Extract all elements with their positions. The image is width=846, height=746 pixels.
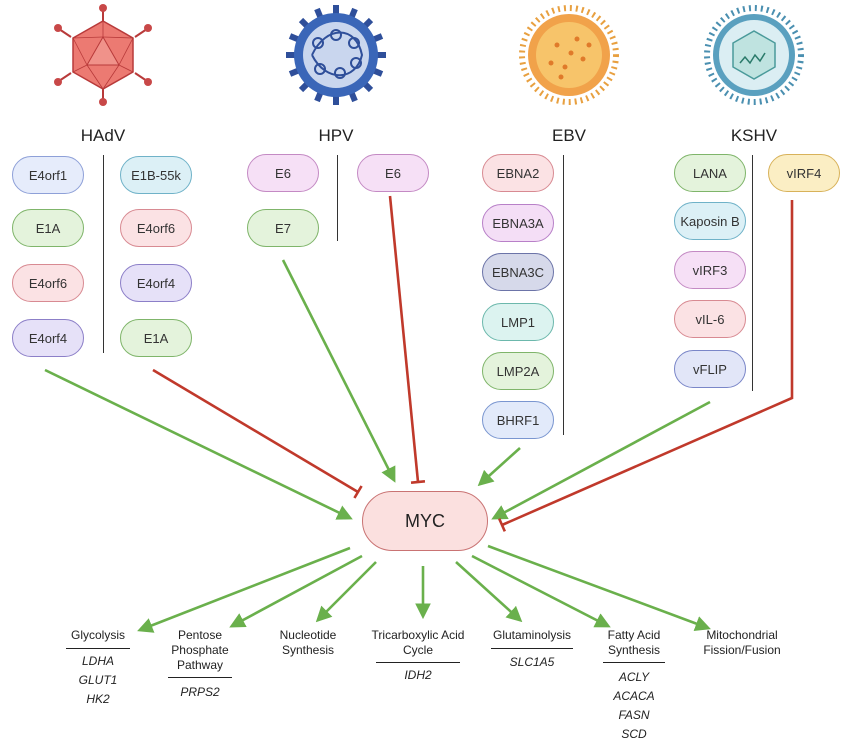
gene-scd: SCD — [621, 727, 647, 741]
protein-ebna3c: EBNA3C — [482, 253, 554, 291]
gene-slc1a5: SLC1A5 — [509, 655, 555, 669]
protein-lana: LANA — [674, 154, 746, 192]
protein-lmp2a: LMP2A — [482, 352, 554, 390]
nucleotide-arrow — [315, 561, 377, 623]
hpv-divider — [337, 155, 339, 241]
gene-prps2: PRPS2 — [180, 685, 220, 699]
herpesvirus-icon — [704, 5, 804, 105]
protein-ebna2: EBNA2 — [482, 154, 554, 192]
genes-fatty-acid: ACLY ACACA FASN SCD — [584, 668, 684, 744]
hadv-inhibition-arrow-bar — [353, 485, 363, 499]
hpv-inhibition-arrow — [388, 195, 420, 483]
virus-label-ebv: EBV — [551, 126, 587, 145]
protein-e1b-55k: E1B-55k — [120, 156, 192, 194]
kshv-activation-arrow — [491, 400, 711, 520]
hadv-activation-arrow — [44, 368, 353, 520]
gene-idh2: IDH2 — [404, 668, 432, 682]
genes-pentose: PRPS2 — [150, 683, 250, 702]
ebv-activation-arrow — [477, 447, 521, 487]
kshv-inhibition-arrow-bar — [498, 518, 506, 532]
protein-virf4: vIRF4 — [768, 154, 840, 192]
protein-e4orf4: E4orf4 — [12, 319, 84, 357]
virus-label-kshv: KSHV — [730, 126, 778, 145]
pathway-tca-cycle: Tricarboxylic Acid Cycle — [371, 628, 465, 657]
protein-e6-b: E6 — [357, 154, 429, 192]
glycolysis-arrow — [137, 546, 351, 633]
pathway-underline — [491, 648, 573, 650]
protein-e4orf6-b: E4orf6 — [120, 209, 192, 247]
gene-ldha: LDHA — [81, 654, 114, 668]
protein-e4orf6: E4orf6 — [12, 264, 84, 302]
hadv-inhibition-arrow — [152, 368, 359, 494]
kshv-inhibition-arrow — [501, 200, 794, 527]
virus-icons — [54, 4, 804, 106]
gene-acaca: ACACA — [613, 689, 655, 703]
myc-node: MYC — [362, 491, 488, 551]
glutaminolysis-arrow — [455, 561, 523, 623]
protein-e6: E6 — [247, 154, 319, 192]
pathway-glutaminolysis: Glutaminolysis — [492, 628, 572, 642]
pathway-underline — [603, 662, 665, 664]
protein-e4orf4-b: E4orf4 — [120, 264, 192, 302]
adenovirus-icon — [54, 4, 152, 106]
hadv-divider — [103, 155, 105, 353]
pathway-nucleotide-synthesis: Nucleotide Synthesis — [279, 628, 337, 657]
protein-vflip: vFLIP — [674, 350, 746, 388]
kshv-divider — [752, 155, 754, 391]
papillomavirus-icon — [286, 5, 386, 105]
protein-bhrf1: BHRF1 — [482, 401, 554, 439]
pathway-pentose-phosphate: Pentose Phosphate Pathway — [171, 628, 229, 672]
genes-glutaminolysis: SLC1A5 — [482, 653, 582, 672]
genes-tca: IDH2 — [368, 666, 468, 685]
pentose-arrow — [229, 554, 363, 628]
protein-kaposin-b: Kaposin B — [674, 202, 746, 240]
gene-acly: ACLY — [618, 670, 650, 684]
virus-label-hadv: HAdV — [80, 126, 126, 145]
protein-virf3: vIRF3 — [674, 251, 746, 289]
pathway-mitochondrial-fission-fusion: Mitochondrial Fission/Fusion — [703, 628, 781, 657]
protein-e1a-b: E1A — [120, 319, 192, 357]
pathway-glycolysis: Glycolysis — [70, 628, 125, 642]
hpv-activation-arrow — [281, 259, 396, 483]
fatty-acid-arrow — [471, 554, 611, 628]
hpv-inhibition-arrow-bar — [410, 480, 426, 484]
pathway-fatty-acid-synthesis: Fatty Acid Synthesis — [607, 628, 661, 657]
ebv-divider — [563, 155, 565, 435]
gene-hk2: HK2 — [86, 692, 110, 706]
protein-e1a: E1A — [12, 209, 84, 247]
pathway-underline — [168, 677, 232, 679]
gene-fasn: FASN — [618, 708, 650, 722]
protein-ebna3a: EBNA3A — [482, 204, 554, 242]
genes-glycolysis: LDHA GLUT1 HK2 — [48, 652, 148, 709]
virus-label-hpv: HPV — [318, 126, 354, 145]
gene-glut1: GLUT1 — [78, 673, 118, 687]
protein-e7: E7 — [247, 209, 319, 247]
protein-e4orf1: E4orf1 — [12, 156, 84, 194]
mitochondrial-arrow — [487, 544, 711, 631]
protein-lmp1: LMP1 — [482, 303, 554, 341]
pathway-underline — [376, 662, 460, 664]
protein-vil-6: vIL-6 — [674, 300, 746, 338]
epstein-barr-virus-icon — [519, 5, 619, 105]
pathway-underline — [66, 648, 130, 650]
